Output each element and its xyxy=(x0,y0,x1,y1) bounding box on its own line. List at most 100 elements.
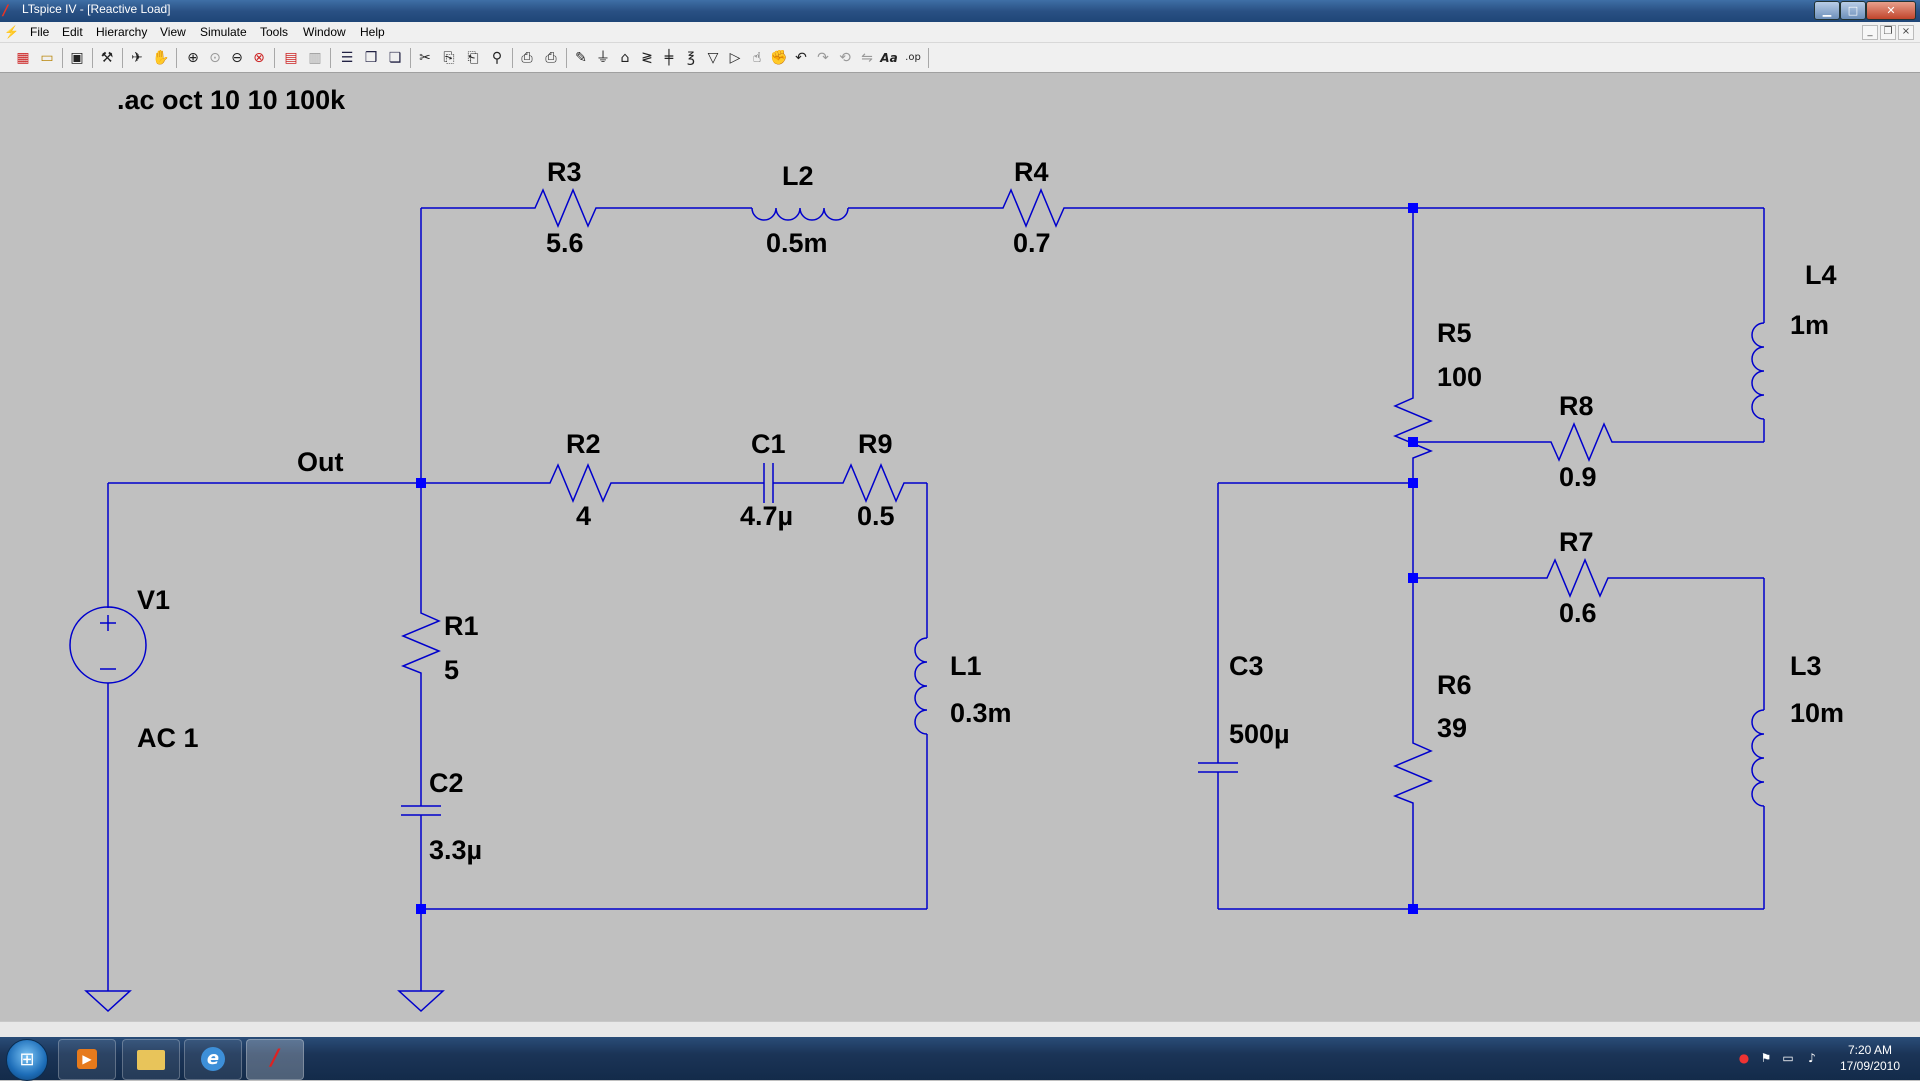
ltspice-taskbar-icon[interactable]: / xyxy=(246,1039,304,1080)
tile-icon[interactable]: ❏ xyxy=(388,50,402,66)
mirror-icon[interactable]: ⇋ xyxy=(861,50,873,66)
undo-icon[interactable]: ↶ xyxy=(795,50,807,66)
control-panel-icon[interactable]: ⚒ xyxy=(100,50,114,66)
r5-value[interactable]: 100 xyxy=(1437,362,1483,392)
label-net-icon[interactable]: ⌂ xyxy=(620,50,630,66)
r8-ref[interactable]: R8 xyxy=(1559,391,1594,421)
print-icon[interactable]: ⎙ xyxy=(545,50,557,66)
menu-tools[interactable]: Tools xyxy=(260,25,289,39)
menu-edit[interactable]: Edit xyxy=(62,25,83,39)
redo-icon[interactable]: ↷ xyxy=(817,50,829,66)
wire-icon[interactable]: ✎ xyxy=(575,50,587,66)
paste-icon[interactable]: ⎗ xyxy=(467,50,479,66)
zoom-out-icon[interactable]: ⊖ xyxy=(231,50,243,66)
diode-icon[interactable]: ▽ xyxy=(707,50,719,66)
zoom-in-icon[interactable]: ⊕ xyxy=(187,50,199,66)
mdi-restore-icon[interactable]: ❐ xyxy=(1880,25,1896,40)
minimize-icon[interactable]: ▁ xyxy=(1814,1,1840,20)
open-icon[interactable]: ▭ xyxy=(40,50,54,66)
find-icon[interactable]: ⚲ xyxy=(491,50,503,66)
v1-ref[interactable]: V1 xyxy=(137,585,171,615)
spice-directive[interactable]: .ac oct 10 10 100k xyxy=(117,85,346,115)
c2-ref[interactable]: C2 xyxy=(429,768,464,798)
l2-ref[interactable]: L2 xyxy=(782,161,814,191)
r4-ref[interactable]: R4 xyxy=(1014,157,1049,187)
r6-ref[interactable]: R6 xyxy=(1437,670,1472,700)
zoom-pan-icon[interactable]: ⊙ xyxy=(209,50,221,66)
close-icon[interactable]: ✕ xyxy=(1866,1,1916,20)
r1-value[interactable]: 5 xyxy=(444,655,460,685)
l1-ref[interactable]: L1 xyxy=(950,651,982,681)
c2-value[interactable]: 3.3µ xyxy=(429,835,483,865)
r3-ref[interactable]: R3 xyxy=(547,157,582,187)
menu-view[interactable]: View xyxy=(160,25,186,39)
schematic-canvas[interactable]: .ac oct 10 10 100k Out V1 AC 1 R1 5 C2 3… xyxy=(0,73,1920,1021)
cascade-icon[interactable]: ❒ xyxy=(364,50,378,66)
ltspice-icon[interactable]: / xyxy=(3,3,9,19)
document-icon[interactable]: ⚡ xyxy=(4,25,19,39)
action-center-flag-icon[interactable]: ⚑ xyxy=(1760,1051,1772,1065)
save-icon[interactable]: ▣ xyxy=(70,50,84,66)
volume-icon[interactable]: ♪ xyxy=(1808,1051,1816,1065)
clock-time[interactable]: 7:20 AM xyxy=(1847,1043,1893,1057)
mdi-minimize-icon[interactable]: _ xyxy=(1862,25,1878,40)
c3-ref[interactable]: C3 xyxy=(1229,651,1264,681)
menu-file[interactable]: File xyxy=(30,25,50,39)
rotate-icon[interactable]: ⟲ xyxy=(839,50,851,66)
r7-value[interactable]: 0.6 xyxy=(1559,598,1597,628)
new-schematic-icon[interactable]: ▦ xyxy=(16,50,30,66)
windows-start-icon[interactable]: ⊞ xyxy=(6,1039,48,1081)
r9-ref[interactable]: R9 xyxy=(858,429,893,459)
explorer-folder-icon[interactable] xyxy=(122,1039,180,1080)
clock-date[interactable]: 17/09/2010 xyxy=(1839,1059,1901,1073)
network-icon[interactable]: ▭ xyxy=(1782,1051,1794,1065)
run-icon[interactable]: ✈ xyxy=(131,50,143,66)
spice-directive-icon[interactable]: .op xyxy=(905,52,921,63)
waveform-icon[interactable]: ▥ xyxy=(308,50,322,66)
resistor-icon[interactable]: ≷ xyxy=(641,50,653,66)
menu-simulate[interactable]: Simulate xyxy=(200,25,247,39)
l4-ref[interactable]: L4 xyxy=(1805,260,1837,290)
r1-ref[interactable]: R1 xyxy=(444,611,479,641)
inductor-icon[interactable]: ℥ xyxy=(686,50,696,66)
mdi-close-icon[interactable]: × xyxy=(1898,25,1914,40)
l2-value[interactable]: 0.5m xyxy=(766,228,828,258)
component-icon[interactable]: ▷ xyxy=(729,50,741,66)
tile-horizontal-icon[interactable]: ☰ xyxy=(340,50,354,66)
c1-value[interactable]: 4.7µ xyxy=(740,501,794,531)
r7-ref[interactable]: R7 xyxy=(1559,527,1594,557)
r2-ref[interactable]: R2 xyxy=(566,429,601,459)
halt-icon[interactable]: ✋ xyxy=(152,50,170,66)
r9-value[interactable]: 0.5 xyxy=(857,501,895,531)
r6-value[interactable]: 39 xyxy=(1437,713,1468,743)
autorange-icon[interactable]: ▤ xyxy=(284,50,298,66)
r4-value[interactable]: 0.7 xyxy=(1013,228,1051,258)
move-icon[interactable]: ☝ xyxy=(752,50,762,66)
media-player-icon[interactable]: ▶ xyxy=(58,1039,116,1080)
c3-value[interactable]: 500µ xyxy=(1229,719,1290,749)
menu-help[interactable]: Help xyxy=(360,25,385,39)
internet-explorer-icon[interactable]: e xyxy=(184,1039,242,1080)
copy-icon[interactable]: ⎘ xyxy=(443,50,455,66)
l3-value[interactable]: 10m xyxy=(1790,698,1845,728)
l4-value[interactable]: 1m xyxy=(1790,310,1830,340)
menu-window[interactable]: Window xyxy=(303,25,346,39)
menu-hierarchy[interactable]: Hierarchy xyxy=(96,25,148,39)
l1-value[interactable]: 0.3m xyxy=(950,698,1012,728)
text-icon[interactable]: Aa xyxy=(880,51,898,65)
print-setup-icon[interactable]: ⎙ xyxy=(521,50,533,66)
r5-ref[interactable]: R5 xyxy=(1437,318,1472,348)
ground-icon[interactable]: ⏚ xyxy=(596,50,610,66)
l3-ref[interactable]: L3 xyxy=(1790,651,1822,681)
capacitor-icon[interactable]: ╪ xyxy=(664,50,674,66)
v1-value[interactable]: AC 1 xyxy=(137,723,199,753)
drag-icon[interactable]: ✊ xyxy=(770,50,788,66)
c1-ref[interactable]: C1 xyxy=(751,429,786,459)
net-label-out[interactable]: Out xyxy=(297,447,344,477)
r2-value[interactable]: 4 xyxy=(576,501,592,531)
zoom-fit-icon[interactable]: ⊗ xyxy=(253,50,265,66)
maximize-icon[interactable]: □ xyxy=(1840,1,1866,20)
r8-value[interactable]: 0.9 xyxy=(1559,462,1597,492)
cut-icon[interactable]: ✂ xyxy=(419,50,431,66)
r3-value[interactable]: 5.6 xyxy=(546,228,584,258)
